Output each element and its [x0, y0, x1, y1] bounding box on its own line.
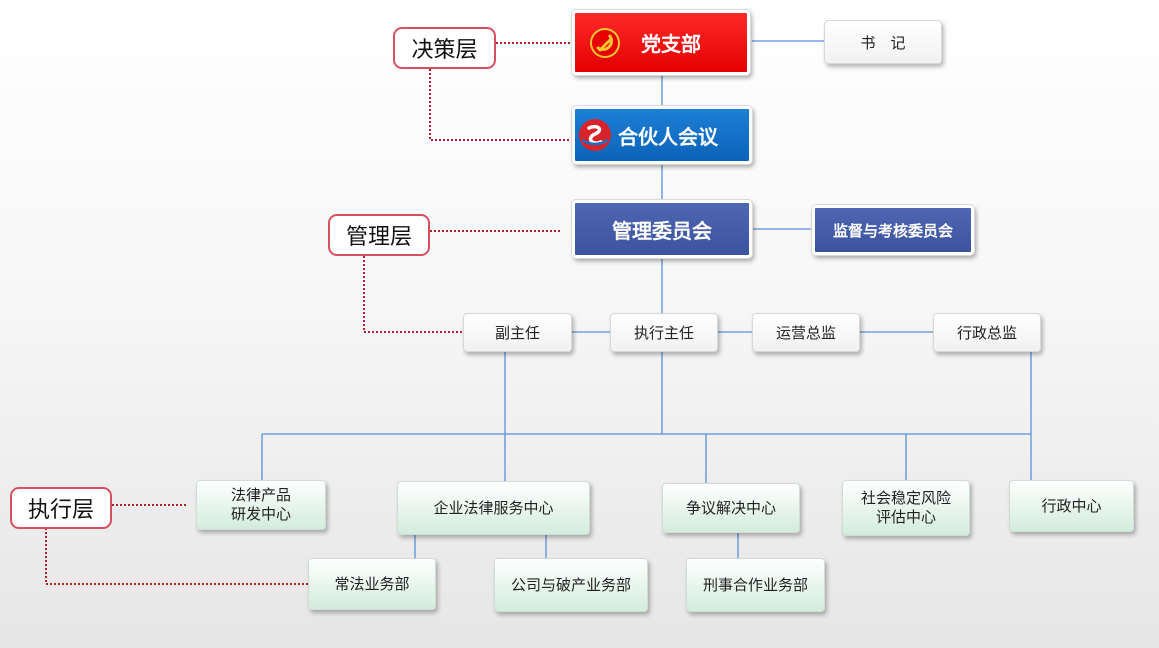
dotted-management-deputy [363, 256, 463, 333]
dispute-resolution-center-label: 争议解决中心 [685, 498, 776, 517]
operations-director-label: 运营总监 [775, 324, 836, 342]
dotted-decision-partners [429, 69, 576, 141]
corporate-bankruptcy-dept-box: 公司与破产业务部 [494, 558, 648, 612]
product-rd-center-line2: 研发中心 [230, 505, 291, 523]
risk-assessment-center-box: 社会稳定风险 评估中心 [842, 480, 970, 536]
corporate-bankruptcy-dept-label: 公司与破产业务部 [510, 575, 631, 594]
criminal-cooperation-dept-label: 刑事合作业务部 [702, 575, 808, 594]
admin-center-box: 行政中心 [1009, 480, 1134, 532]
admin-center-label: 行政中心 [1041, 496, 1102, 515]
layer-label-decision: 决策层 [393, 27, 496, 69]
dotted-execution-general [45, 528, 308, 585]
enterprise-legal-center-label: 企业法律服务中心 [433, 498, 554, 517]
risk-assessment-center-line2: 评估中心 [875, 508, 936, 526]
criminal-cooperation-dept-box: 刑事合作业务部 [686, 558, 825, 612]
partners-meeting-label: 合伙人会议 [618, 124, 718, 149]
party-branch-box: 党支部 [572, 10, 750, 75]
operations-director-box: 运营总监 [752, 313, 860, 352]
admin-director-label: 行政总监 [956, 324, 1017, 342]
management-committee-label: 管理委员会 [612, 218, 712, 243]
risk-assessment-center-line1: 社会稳定风险 [860, 489, 951, 508]
layer-label-execution: 执行层 [10, 487, 112, 529]
partner-logo-icon [579, 119, 611, 151]
admin-director-box: 行政总监 [933, 313, 1041, 352]
general-law-dept-box: 常法业务部 [308, 558, 436, 610]
product-rd-center-box: 法律产品 研发中心 [196, 480, 326, 530]
executive-director-box: 执行主任 [610, 313, 718, 352]
enterprise-legal-center-box: 企业法律服务中心 [397, 481, 590, 535]
product-rd-center-line1: 法律产品 [230, 486, 291, 505]
party-emblem-icon [590, 27, 620, 58]
dispute-resolution-center-box: 争议解决中心 [662, 483, 800, 533]
secretary-label: 书 记 [860, 33, 906, 52]
secretary-box: 书 记 [824, 20, 942, 64]
executive-director-label: 执行主任 [633, 324, 694, 342]
partners-meeting-box: 合伙人会议 [572, 106, 752, 164]
party-branch-label: 党支部 [641, 32, 701, 56]
layer-label-management: 管理层 [328, 214, 430, 256]
deputy-director-label: 副主任 [494, 324, 540, 342]
deputy-director-box: 副主任 [463, 313, 572, 352]
supervision-committee-label: 监督与考核委员会 [832, 221, 953, 240]
general-law-dept-label: 常法业务部 [334, 574, 410, 593]
supervision-committee-box: 监督与考核委员会 [812, 205, 974, 255]
management-committee-box: 管理委员会 [572, 200, 752, 258]
